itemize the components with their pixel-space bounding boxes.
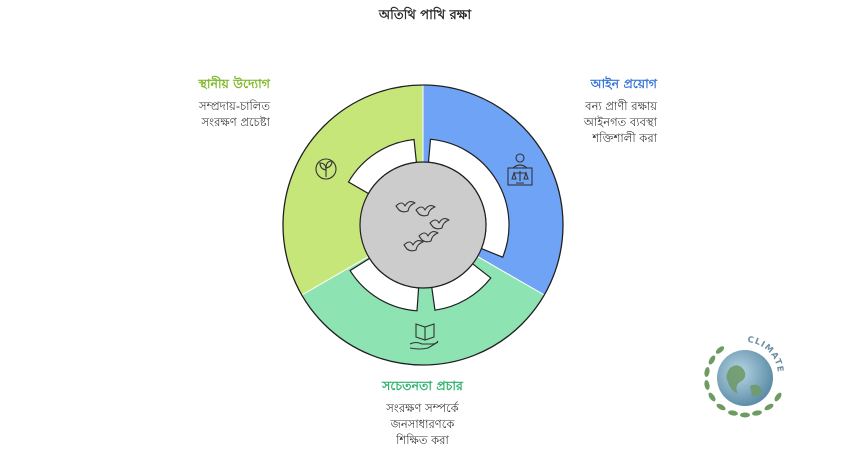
center-circle — [359, 161, 487, 289]
local-initiative-block: স্থানীয় উদ্যোগ সম্প্রদায়-চালিত সংরক্ষণ… — [199, 76, 270, 130]
law-enforcement-heading: আইন প্রয়োগ — [590, 76, 657, 91]
laurel-wreath-icon — [704, 346, 782, 418]
awareness-line-2: জনসাধারণকে — [390, 417, 455, 431]
sprout-icon — [315, 158, 337, 180]
law-enforcement-line-3: শক্তিশালী করা — [592, 131, 657, 145]
outer-ring-outline — [282, 84, 564, 366]
law-enforcement-line-1: বন্য প্রাণী রক্ষায় — [585, 99, 657, 113]
globe-icon — [717, 350, 773, 406]
diagram-title: অতিথি পাখি রক্ষা — [378, 8, 472, 23]
flying-birds-icon — [395, 200, 450, 252]
awareness-heading: সচেতনতা প্রচার — [382, 378, 463, 393]
local-initiative-heading: স্থানীয় উদ্যোগ — [198, 76, 270, 91]
awareness-line-3: শিক্ষিত করা — [396, 433, 449, 447]
local-initiative-line-2: সংরক্ষণ প্রচেষ্টা — [201, 115, 270, 129]
climate-bd-logo: CLIMATE BD — [690, 320, 784, 418]
law-enforcement-block: আইন প্রয়োগ বন্য প্রাণী রক্ষায় আইনগত ব্… — [572, 76, 657, 146]
law-enforcement-line-2: আইনগত ব্যবস্থা — [583, 115, 657, 129]
local-initiative-line-1: সম্প্রদায়-চালিত — [199, 99, 270, 113]
awareness-block: সচেতনতা প্রচার সংরক্ষণ সম্পর্কে জনসাধারণ… — [0, 378, 845, 448]
judge-scales-icon — [507, 153, 533, 186]
awareness-line-1: সংরক্ষণ সম্পর্কে — [386, 401, 459, 415]
book-hand-icon — [409, 323, 439, 350]
